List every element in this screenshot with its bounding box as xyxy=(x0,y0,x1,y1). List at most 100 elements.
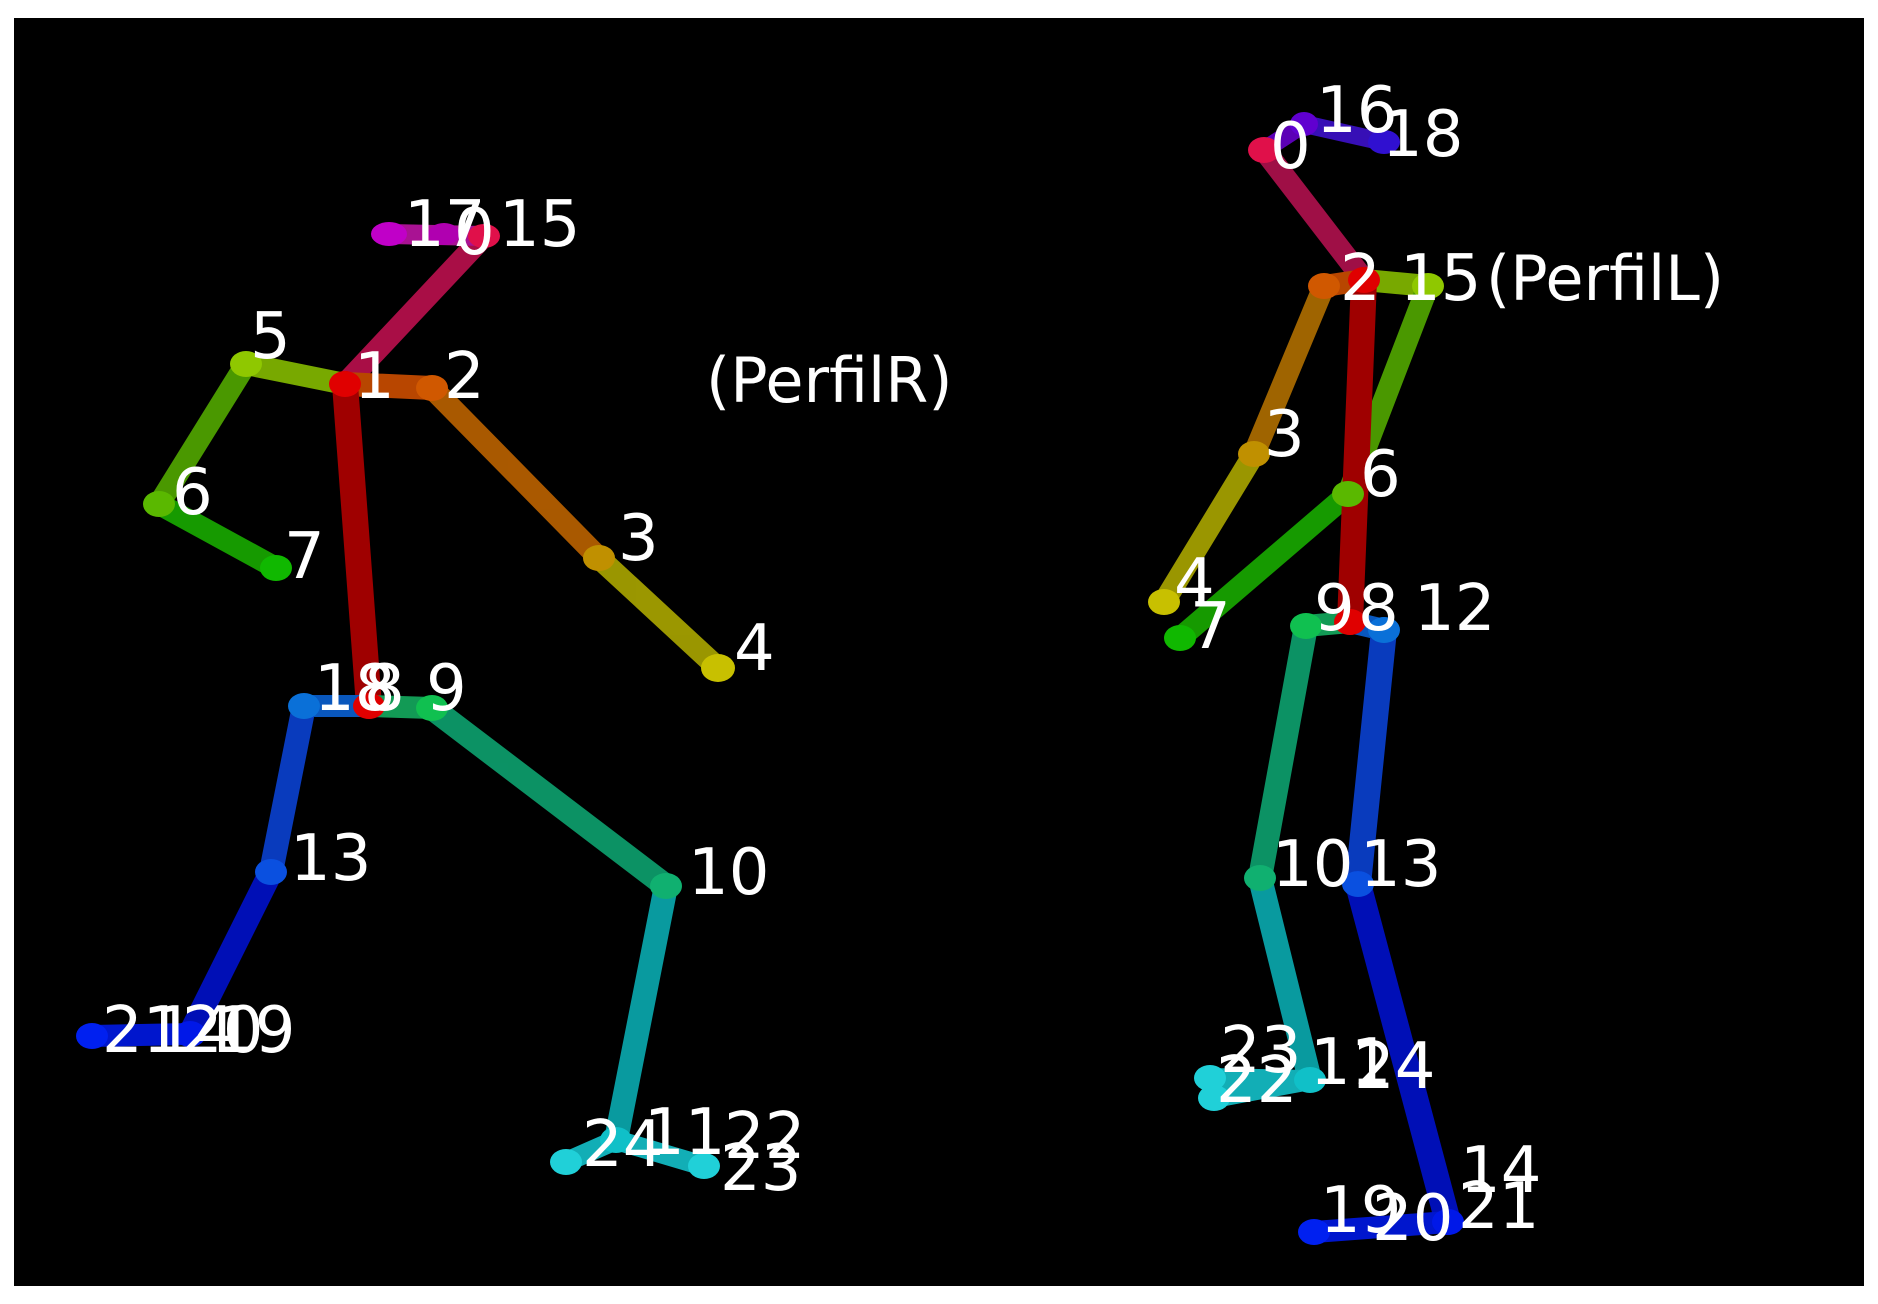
limb-rshoulder-relbow xyxy=(421,377,610,569)
keypoint-label: 13 xyxy=(1360,828,1441,902)
limb-nose-neck xyxy=(1253,139,1375,291)
keypoint-label: 24 xyxy=(1354,1030,1435,1104)
view-label-right: (PerfilR) xyxy=(706,344,953,417)
joint-right-toe xyxy=(1194,1065,1226,1091)
keypoint-label: 15 xyxy=(1400,242,1481,316)
limb-neck-midhip xyxy=(1337,267,1377,635)
joint-neck xyxy=(329,371,361,397)
keypoint-label: 12 xyxy=(1414,572,1495,646)
joint-right-hip xyxy=(416,695,448,721)
keypoint-label: 22 xyxy=(724,1100,805,1174)
joint-left-hip xyxy=(1368,617,1400,643)
limb-rankle-rheel xyxy=(1204,1070,1320,1108)
joint-right-knee xyxy=(1244,865,1276,891)
view-label-left-profile: (PerfilL) xyxy=(1486,242,1724,315)
joint-right-heel xyxy=(1198,1085,1230,1111)
keypoint-label: 4 xyxy=(1174,546,1215,620)
limb-lelbow-lwrist xyxy=(148,493,287,579)
joint-ear-left xyxy=(1368,130,1400,154)
keypoint-label: 19 xyxy=(214,994,295,1068)
skeleton-right-joints xyxy=(76,222,735,1179)
keypoint-label: 11 xyxy=(1310,1026,1391,1100)
keypoint-label: 2 xyxy=(1340,242,1381,316)
keypoint-label: 24 xyxy=(582,1108,663,1182)
skeleton-left-joints xyxy=(1148,112,1464,1245)
joint-left-foot xyxy=(1298,1219,1330,1245)
limb-lknee-lankle xyxy=(1345,871,1461,1235)
joint-mid-hip xyxy=(353,693,385,719)
joint-left-ankle xyxy=(174,1021,206,1047)
joint-left-shoulder xyxy=(230,351,262,377)
keypoint-label: 15 xyxy=(499,188,580,262)
joint-right-wrist xyxy=(1148,589,1180,615)
keypoint-label: 8 xyxy=(364,652,405,726)
joint-mid-hip xyxy=(1334,609,1366,635)
keypoint-label: 9 xyxy=(426,652,467,726)
joint-right-ankle xyxy=(1294,1067,1326,1093)
limb-neck-lshoulder xyxy=(235,353,356,395)
joint-right-shoulder xyxy=(416,375,448,401)
limb-rknee-rankle xyxy=(604,874,678,1152)
joint-right-toe xyxy=(688,1153,720,1179)
limb-lshoulder-lelbow xyxy=(148,353,257,515)
limb-rhip-rknee xyxy=(1248,614,1318,890)
keypoint-label: 13 xyxy=(290,822,371,896)
joint-right-heel xyxy=(550,1149,582,1175)
keypoint-label: 3 xyxy=(618,502,659,576)
joint-nose xyxy=(468,224,500,248)
keypoint-label: 1 xyxy=(354,340,395,414)
joint-neck xyxy=(1348,267,1380,293)
keypoint-label: 17 xyxy=(404,188,485,262)
keypoint-label: 23 xyxy=(720,1132,801,1206)
keypoint-label: 20 xyxy=(1372,1182,1453,1256)
joint-right-elbow xyxy=(1238,441,1270,467)
keypoint-label: 21 xyxy=(1458,1170,1539,1244)
keypoint-label: 4 xyxy=(734,612,775,686)
joint-left-ankle xyxy=(1432,1209,1464,1235)
pose-skeleton-canvas: 17 0 15 5 1 2 6 7 3 4 18 8 9 13 10 21 14… xyxy=(14,18,1864,1286)
joint-right-wrist xyxy=(701,654,735,682)
joint-left-hip xyxy=(288,693,320,719)
keypoint-label: 7 xyxy=(284,520,325,594)
limb-relbow-rwrist xyxy=(1153,443,1265,613)
joint-eye-right xyxy=(428,223,460,245)
joint-left-elbow xyxy=(1332,481,1364,507)
keypoint-label: 14 xyxy=(154,994,235,1068)
joint-left-wrist xyxy=(260,555,292,581)
joint-left-knee xyxy=(1342,871,1374,897)
keypoint-label: 19 xyxy=(1320,1174,1401,1248)
skeleton-right-labels: 17 0 15 5 1 2 6 7 3 4 18 8 9 13 10 21 14… xyxy=(102,188,805,1206)
limb-rshoulder-relbow xyxy=(1243,275,1335,465)
keypoint-label: 3 xyxy=(1264,398,1305,472)
limb-lelbow-lwrist xyxy=(1169,483,1359,649)
keypoint-label: 23 xyxy=(1220,1014,1301,1088)
limb-neck-midhip xyxy=(332,371,382,719)
keypoint-label: 11 xyxy=(644,1096,725,1170)
joint-eye-left xyxy=(1290,112,1318,136)
limb-lknee-lankle xyxy=(178,860,283,1046)
joint-right-hip xyxy=(1290,613,1322,639)
pose-figure: 17 0 15 5 1 2 6 7 3 4 18 8 9 13 10 21 14… xyxy=(76,74,1724,1256)
joint-left-knee xyxy=(255,859,287,885)
joint-left-wrist xyxy=(1164,625,1196,651)
joint-right-knee xyxy=(650,873,682,899)
limb-lankle-lfoot xyxy=(81,1023,201,1047)
keypoint-label: 9 xyxy=(1314,572,1355,646)
limb-lhip-lknee xyxy=(1345,617,1397,897)
keypoint-label: 14 xyxy=(1460,1134,1541,1208)
keypoint-label: 20 xyxy=(182,994,263,1068)
joint-nose xyxy=(1248,137,1280,163)
keypoint-label: 8 xyxy=(1358,572,1399,646)
keypoint-label: 6 xyxy=(172,456,213,530)
limb-relbow-rwrist xyxy=(588,547,729,679)
joint-left-elbow xyxy=(143,491,175,517)
skeleton-left-labels: 0 16 18 2 15 3 6 4 7 9 8 12 10 13 23 22 … xyxy=(1174,74,1541,1256)
keypoint-label: 0 xyxy=(454,196,495,270)
keypoint-label: 7 xyxy=(1190,590,1231,664)
keypoint-label: 10 xyxy=(1272,828,1353,902)
joint-left-shoulder xyxy=(1412,273,1444,299)
keypoint-label: 18 xyxy=(314,652,395,726)
keypoint-label: 22 xyxy=(1216,1044,1297,1118)
joint-right-elbow xyxy=(583,545,615,571)
keypoint-label: 18 xyxy=(1382,98,1463,172)
